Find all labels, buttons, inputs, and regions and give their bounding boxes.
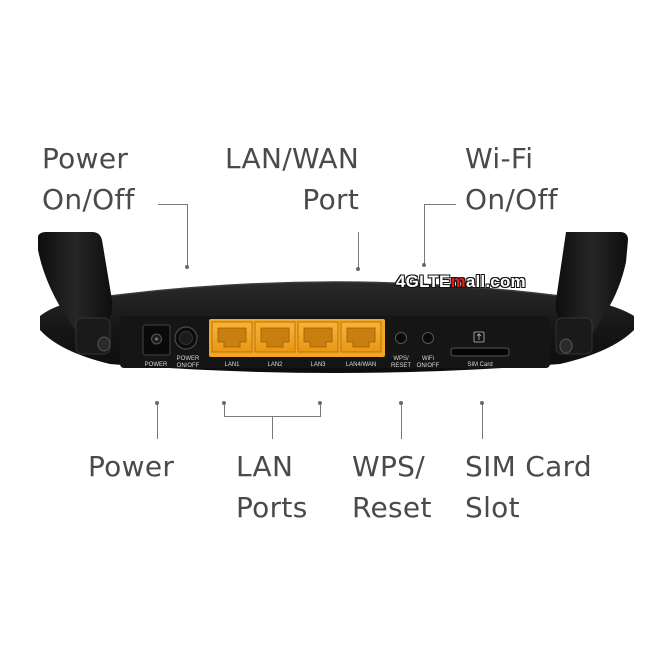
leader-lan-v [272, 416, 273, 439]
leader-dot [399, 401, 403, 405]
panel-label-power-onoff-2: ON/OFF [177, 363, 200, 369]
panel-label-sim: SIM Card [467, 362, 492, 368]
panel-label-wifi-2: ON/OFF [417, 363, 440, 369]
callout-lan-wan: LAN/WAN Port [225, 142, 360, 216]
leader-wps [401, 403, 402, 439]
leader-wifi-v [424, 204, 425, 264]
panel-label-wifi-1: WiFi [422, 356, 434, 362]
panel-label-wps-2: RESET [391, 363, 411, 369]
wifi-button [422, 332, 434, 344]
leader-dot [318, 401, 322, 405]
panel-label-power: POWER [145, 362, 168, 368]
callout-power: Power [88, 450, 175, 483]
panel-label-lan2: LAN2 [267, 362, 283, 368]
callout-sim-slot: SIM Card Slot [465, 450, 592, 524]
leader-dot [422, 263, 426, 267]
leader-power-onoff-v [187, 204, 188, 266]
panel-label-lan3: LAN3 [310, 362, 326, 368]
panel-label-wps-1: WPS/ [393, 356, 409, 362]
callout-wifi-onoff: Wi-Fi On/Off [465, 142, 558, 216]
leader-sim [482, 403, 483, 439]
callout-power-onoff: Power On/Off [42, 142, 135, 216]
leader-lan-right [320, 403, 321, 417]
power-jack [142, 324, 171, 356]
power-switch [174, 326, 198, 350]
sim-slot [450, 331, 510, 357]
callout-lan-ports: LAN Ports [236, 450, 308, 524]
watermark: 4GLTEmall.com [396, 272, 526, 291]
right-antenna [555, 232, 628, 355]
leader-wifi-h [424, 204, 456, 205]
callout-wps-reset: WPS/ Reset [352, 450, 432, 524]
leader-dot [185, 265, 189, 269]
leader-power-onoff-h [158, 204, 187, 205]
leader-dot [356, 267, 360, 271]
lan-ports-block [209, 319, 385, 357]
panel-label-lan4wan: LAN4/WAN [346, 362, 376, 368]
leader-power [157, 403, 158, 439]
leader-dot [222, 401, 226, 405]
panel-label-lan1: LAN1 [224, 362, 240, 368]
leader-lan-left [224, 403, 225, 417]
leader-dot [480, 401, 484, 405]
wps-reset-button [395, 332, 407, 344]
leader-dot [155, 401, 159, 405]
leader-lan-wan [358, 232, 359, 268]
left-antenna [38, 232, 113, 355]
panel-label-power-onoff-1: POWER [177, 356, 200, 362]
